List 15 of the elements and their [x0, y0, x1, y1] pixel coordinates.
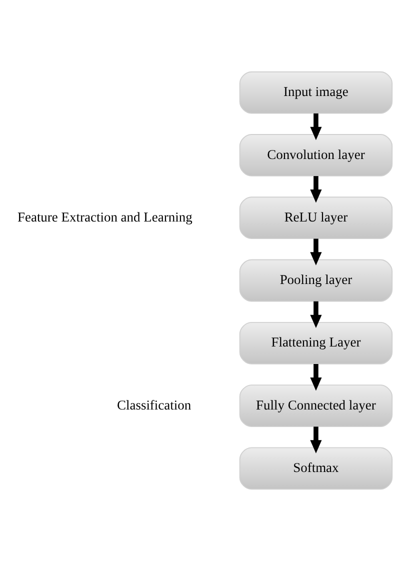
label: Feature Extraction and Learning: [17, 209, 192, 224]
arrow: [310, 113, 322, 140]
node-box: Flattening Layer: [239, 322, 393, 364]
arrow: [310, 364, 322, 391]
arrow: [310, 176, 322, 203]
label: Classification: [116, 397, 192, 412]
node-box: Input image: [239, 71, 393, 114]
arrow: [310, 238, 322, 266]
node-box: Softmax: [239, 447, 393, 490]
arrow: [310, 301, 322, 328]
node-box: Pooling layer: [239, 259, 393, 302]
node-box: Convolution layer: [239, 134, 393, 176]
arrow: [310, 426, 322, 454]
node-box: ReLU layer: [239, 196, 393, 240]
node-box: Fully Connected layer: [239, 384, 393, 427]
